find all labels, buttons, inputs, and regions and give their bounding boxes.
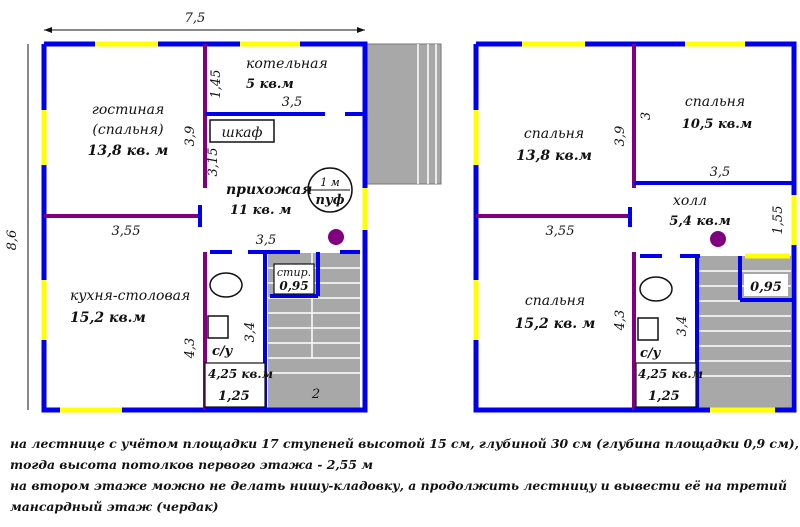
f2-dim-right-height: 3 [639,112,654,120]
floor1-wc-area: 4,25 кв.м [208,367,273,381]
pouf-size: 1 м [320,176,340,189]
dim-hall-width: 3,5 [256,233,277,248]
dim-living-height: 3,9 [183,126,198,147]
floor2-wc-label: с/у [640,346,662,361]
floor2-wc-box [635,362,697,408]
f2-dim-left-height: 3,9 [613,126,628,147]
bedroom-tl-name: спальня [524,126,584,142]
dim-wc-height: 3,4 [243,322,258,343]
f2-dim-left-width: 3,55 [546,224,575,239]
dim-kitchen-height: 4,3 [183,338,198,360]
living-room-sub: (спальня) [92,122,163,138]
floor2-fixture-dot [710,231,726,247]
floor1-wc-label: с/у [212,344,234,359]
floor2-hall-area: 5,4 кв.м [669,214,730,229]
floor1-plan: 7,5 8,6 [5,11,442,413]
floor1-fixture-dot [328,229,344,245]
stair-number: 2 [311,387,320,402]
floor1-overall-height: 8,6 [5,230,20,251]
floor2-plan: с/у 4,25 кв.м 1,25 0,95 спальня 13,8 кв.… [473,41,797,413]
floor-plans: 7,5 8,6 [5,11,797,413]
floor2-landing-box [744,274,788,296]
floor1-washbasin [209,272,243,298]
kitchen-area: 15,2 кв.м [70,310,146,326]
floor1-width-dimension: 7,5 [44,11,365,33]
floor2-wc-area: 4,25 кв.м [638,367,703,381]
dim-boiler-height: 1,45 [209,70,224,99]
bedroom-tr-area: 10,5 кв.м [682,117,752,132]
note-line-1: на лестнице с учётом площадки 17 ступене… [10,436,799,451]
f2-dim-bottom-height: 4,3 [613,310,628,332]
bedroom-tr-name: спальня [685,94,745,110]
living-room-area: 13,8 кв. м [88,143,169,159]
wardrobe [209,119,275,143]
floor1-partitions [198,112,365,411]
dim-living-width: 3,55 [112,224,141,239]
notes: на лестнице с учётом площадки 17 ступене… [10,433,799,517]
note-line-4: мансардный этаж (чердак) [10,499,219,514]
floor1-windows [41,41,368,413]
living-room-name: гостиная [92,102,164,118]
floor2-washbasin [639,276,673,302]
boiler-room-area: 5 кв.м [246,77,294,92]
f2-dim-hall-width: 3,5 [710,165,731,180]
floor2-hall-name: холл [673,193,707,209]
wardrobe-label: шкаф [222,125,263,141]
floor2-wc-width: 1,25 [648,389,680,404]
f2-dim-wc-height: 3,4 [675,316,690,337]
floor1-storage-label: стир. [277,266,311,279]
floor1-storage-box [273,263,315,295]
floor2-windows [473,41,797,413]
floor2-landing-width: 0,95 [750,280,782,295]
kitchen-name: кухня-столовая [70,288,190,304]
floor1-height-dimension: 8,6 [5,44,29,410]
floor1-overall-width: 7,5 [185,11,206,26]
bedroom-bl-area: 15,2 кв. м [515,316,596,332]
floor1-wc-box [204,362,266,408]
floor1-toilet [207,315,229,339]
hall-area: 11 кв. м [230,203,291,218]
hall-name: прихожая [226,182,312,198]
floor1-wc-width: 1,25 [218,389,250,404]
floor1-storage-width: 0,95 [279,279,308,293]
note-line-2: тогда высота потолков первого этажа - 2,… [10,457,374,472]
dim-boiler-width: 3,5 [282,95,303,110]
boiler-room-name: котельная [246,56,328,72]
bedroom-bl-name: спальня [525,293,585,309]
pouf-label: пуф [316,193,345,208]
bedroom-tl-area: 13,8 кв.м [516,148,592,164]
floor2-partitions [628,181,794,411]
floor2-toilet [637,317,659,341]
dim-hall-wall: 3,15 [206,148,221,177]
floor2-inner-walls [476,44,636,410]
note-line-3: на втором этаже можно не делать нишу-кла… [10,478,787,493]
floor1-porch-stairs [365,43,442,185]
f2-dim-hall-height: 1,55 [771,206,786,235]
